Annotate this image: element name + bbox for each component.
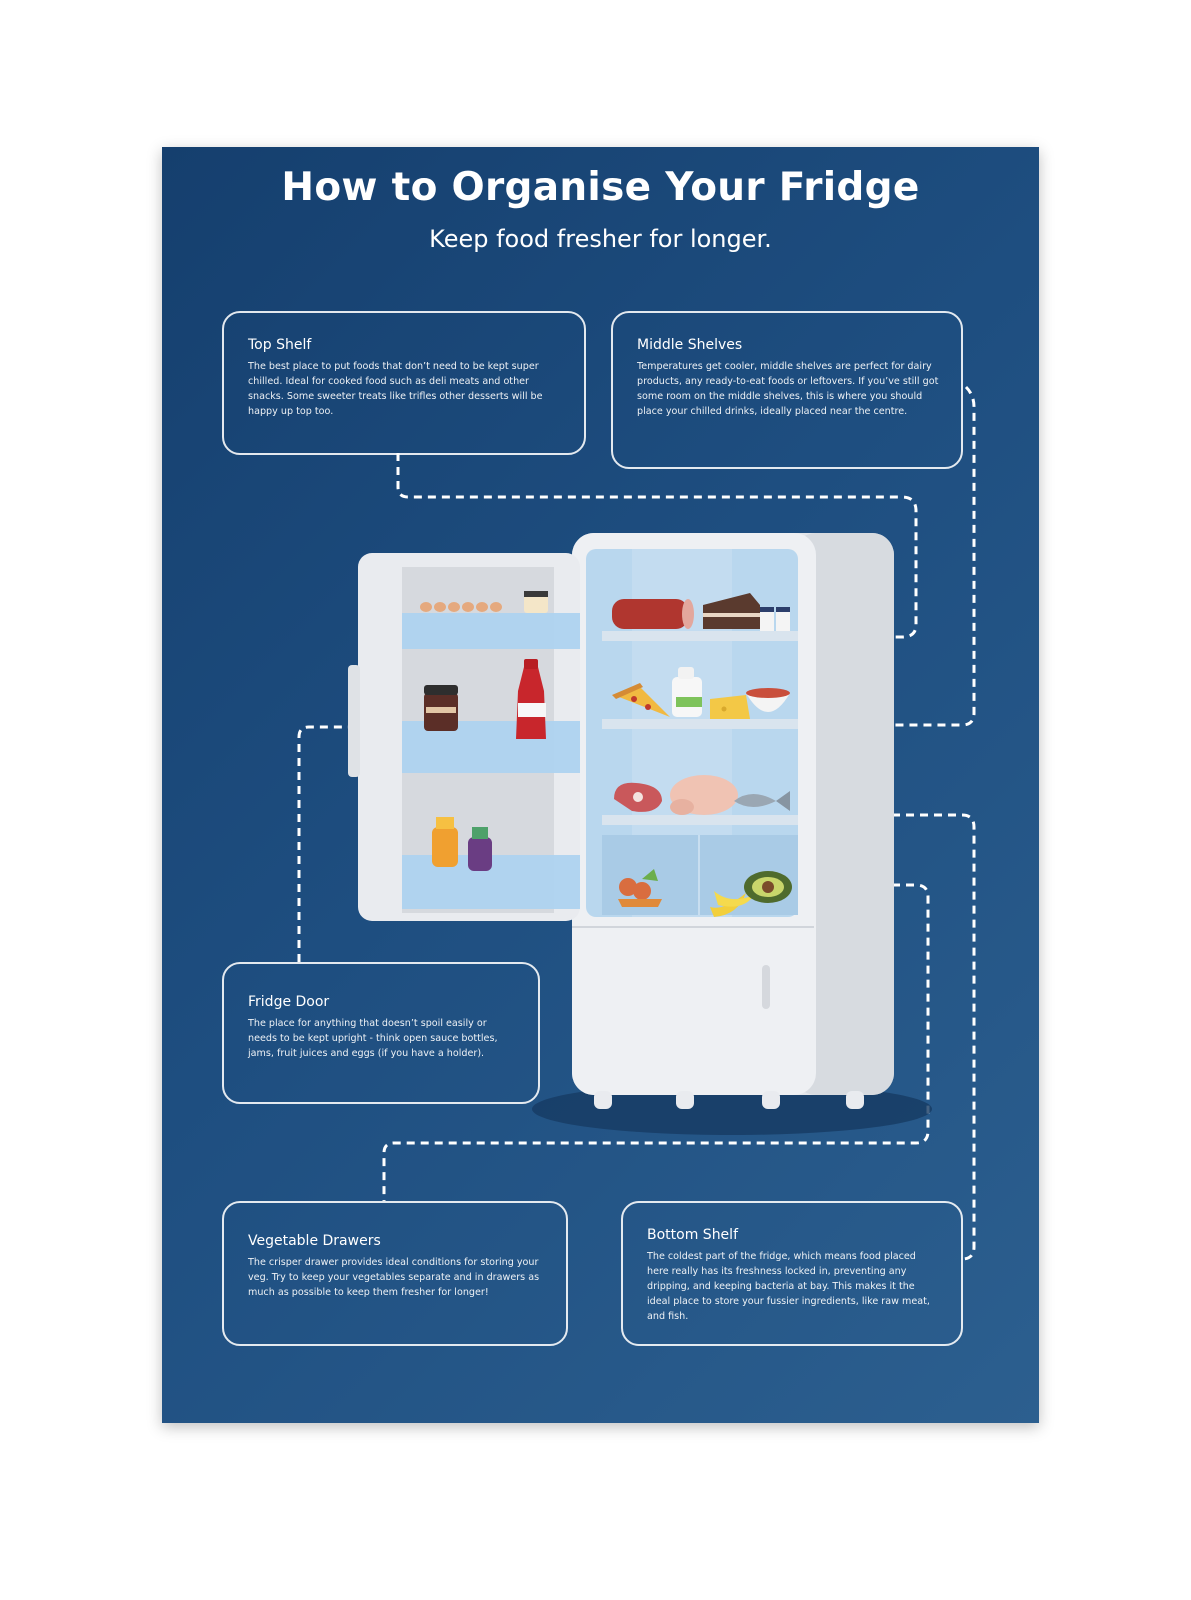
- fridge-door-illustration: [348, 553, 580, 921]
- bottom-shelf-title: Bottom Shelf: [647, 1227, 738, 1243]
- bottom-shelf-box: Bottom Shelf The coldest part of the fri…: [621, 1201, 963, 1346]
- connector-top-shelf: [396, 453, 918, 639]
- shelf-food: [612, 593, 792, 917]
- infographic-poster: How to Organise Your Fridge Keep food fr…: [162, 147, 1039, 1423]
- top-shelf-description: The best place to put foods that don’t n…: [248, 361, 543, 417]
- fridge-door-description: The place for anything that doesn’t spoi…: [248, 1018, 498, 1059]
- connector-lines: [297, 385, 976, 1261]
- fridge-door-title: Fridge Door: [248, 994, 330, 1010]
- vegetable-drawers-title: Vegetable Drawers: [248, 1233, 381, 1249]
- top-shelf-box: Top Shelf The best place to put foods th…: [222, 311, 586, 455]
- top-shelf-title: Top Shelf: [248, 337, 312, 353]
- middle-shelves-description: Temperatures get cooler, middle shelves …: [637, 361, 939, 417]
- connector-bottom-shelf: [892, 813, 976, 1261]
- connector-fridge-door: [297, 725, 357, 962]
- vegetable-drawers-description: The crisper drawer provides ideal condit…: [248, 1257, 540, 1298]
- fridge-illustration: [297, 385, 976, 1261]
- vegetable-drawers-box: Vegetable Drawers The crisper drawer pro…: [222, 1201, 568, 1346]
- middle-shelves-box: Middle Shelves Temperatures get cooler, …: [611, 311, 963, 469]
- fridge-body: [572, 533, 894, 1109]
- connector-veg-drawers: [382, 883, 930, 1201]
- poster-subtitle: Keep food fresher for longer.: [429, 225, 772, 253]
- poster-title: How to Organise Your Fridge: [281, 165, 920, 210]
- middle-shelves-title: Middle Shelves: [637, 337, 743, 353]
- fridge-door-box: Fridge Door The place for anything that …: [222, 962, 540, 1104]
- connector-middle-shelves: [892, 385, 976, 727]
- bottom-shelf-description: The coldest part of the fridge, which me…: [647, 1251, 930, 1322]
